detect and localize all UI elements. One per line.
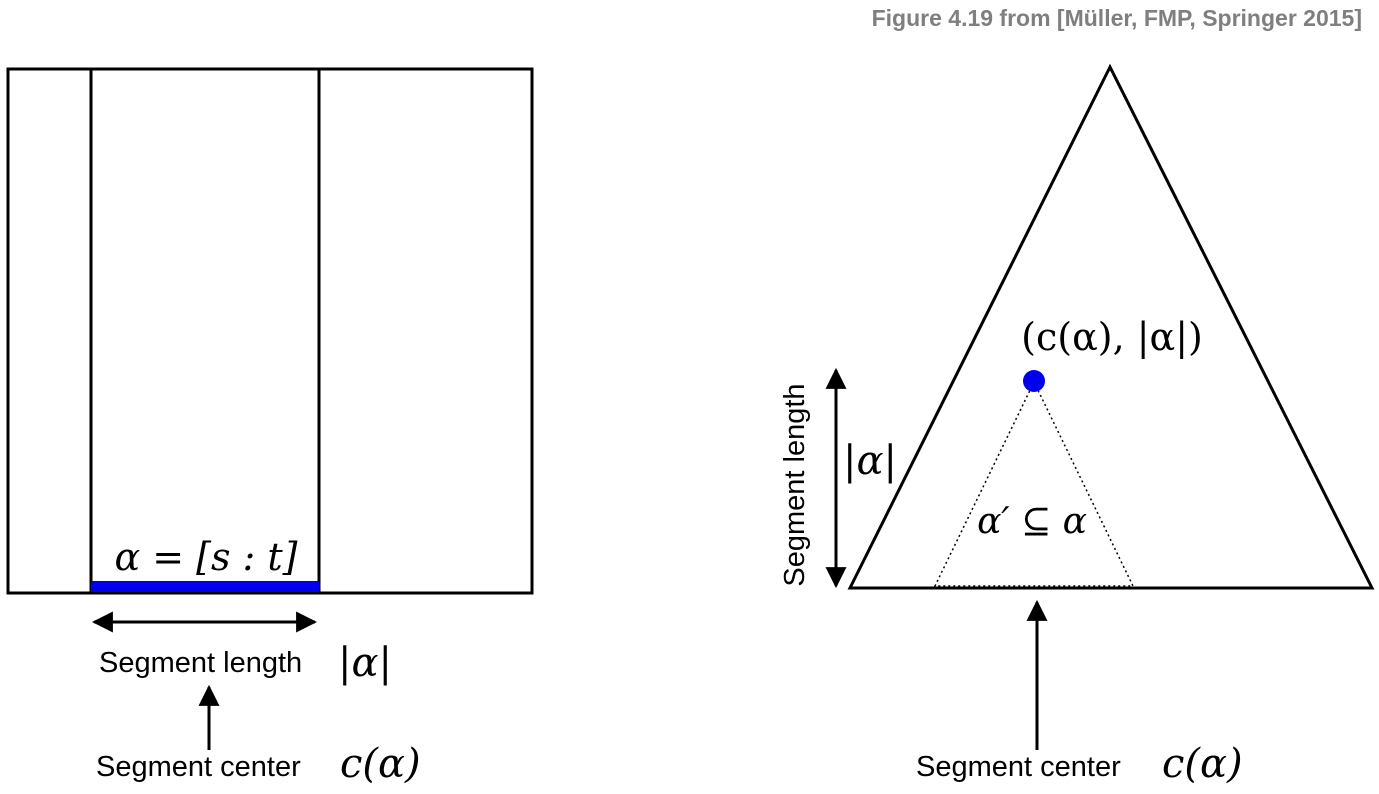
left-diagram: α = [s : t] Segment length |α| Segment c… xyxy=(6,67,534,787)
subsegment-triangle xyxy=(933,380,1135,587)
segment-length-symbol-right: |α| xyxy=(843,438,897,484)
segment-center-label: Segment center xyxy=(96,751,301,783)
segment-length-symbol: |α| xyxy=(338,640,392,686)
segment-definition: α = [s : t] xyxy=(114,535,297,579)
figure-caption: Figure 4.19 from [Müller, FMP, Springer … xyxy=(872,5,1362,31)
outer-frame xyxy=(6,67,534,595)
segment-center-symbol: c(α) xyxy=(340,741,421,787)
subset-label: α′ ⊆ α xyxy=(977,501,1087,542)
scape-triangle xyxy=(847,63,1375,590)
segment-bar xyxy=(91,581,319,592)
segment-center-symbol-right: c(α) xyxy=(1162,741,1243,787)
segment-center-label-right: Segment center xyxy=(916,751,1121,783)
point-coordinate-label: (c(α), |α|) xyxy=(1021,315,1203,359)
segment-length-vertical-label: Segment length xyxy=(779,383,811,586)
segment-length-label: Segment length xyxy=(99,647,302,679)
segment-point-marker xyxy=(1023,370,1045,392)
right-diagram: (c(α), |α|) α′ ⊆ α Segment length |α| Se… xyxy=(779,63,1375,787)
